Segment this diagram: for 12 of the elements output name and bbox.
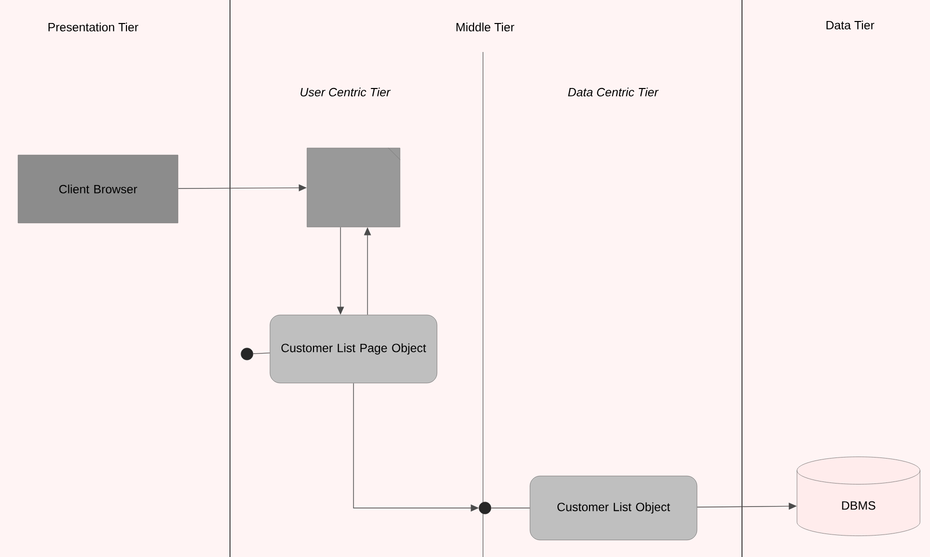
process-box: Client Browser [18,154,178,224]
database-cylinder: DBMS [796,456,920,536]
tier-heading: Data Centric Tier [568,88,659,96]
tier-heading: User Centric Tier [300,88,391,96]
object-box: Customer List Page Object [270,314,438,384]
connector-dot [478,502,492,514]
tier-heading: Middle Tier [456,22,514,32]
tier-heading: Data Tier [826,20,874,30]
tier-heading: Presentation Tier [48,22,138,32]
document-box [306,148,400,228]
object-box: Customer List Object [530,476,698,540]
connector-dot [240,348,254,360]
